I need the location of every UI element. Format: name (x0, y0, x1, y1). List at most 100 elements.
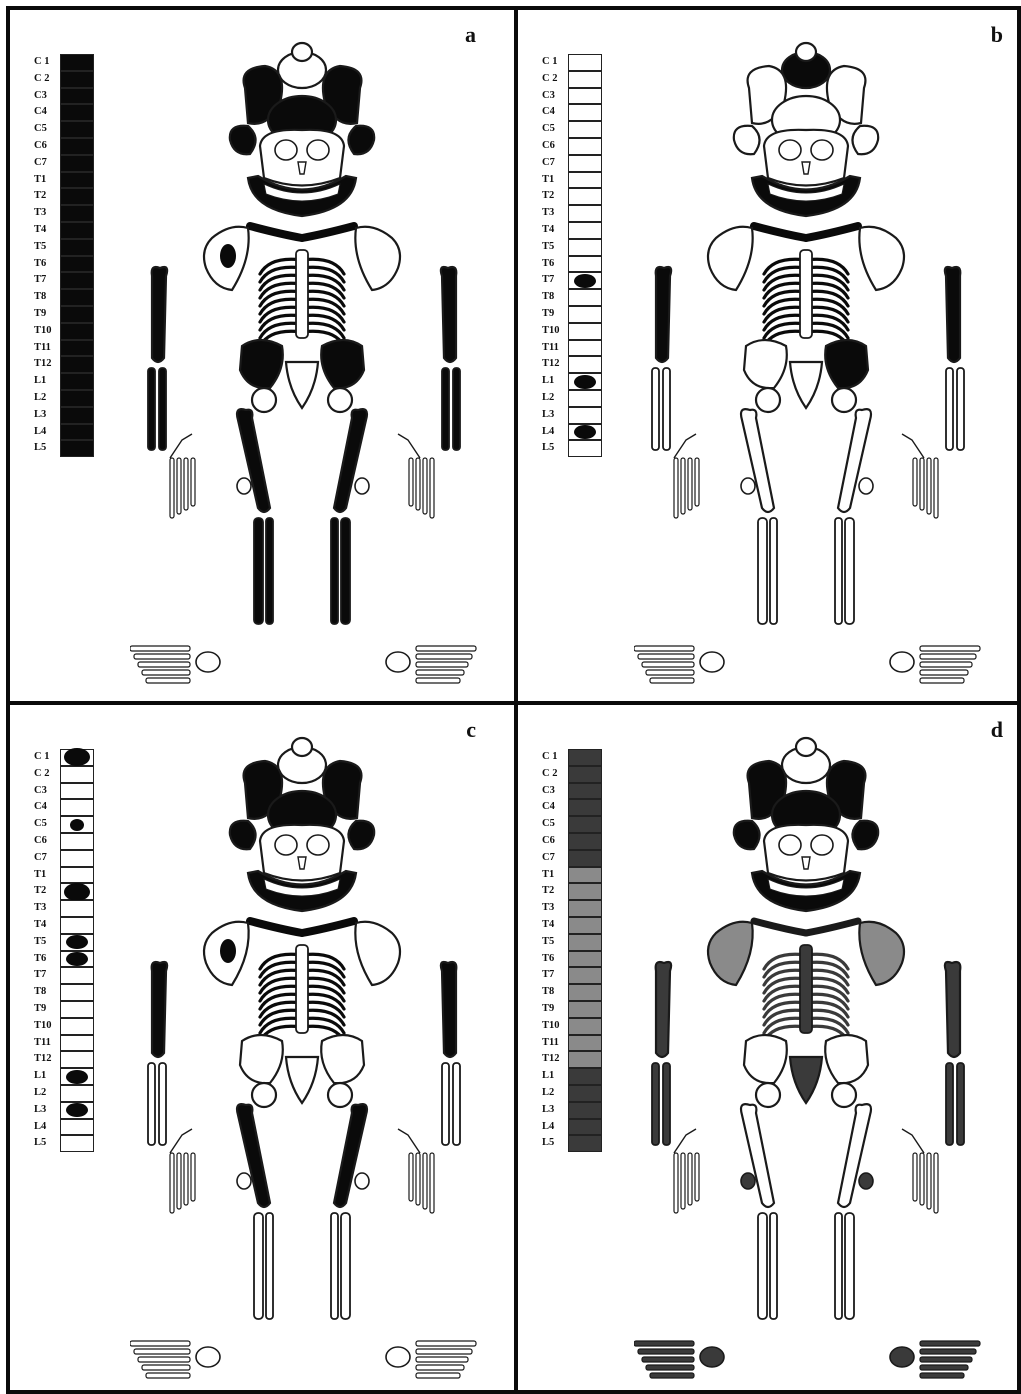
left-ischium (252, 1083, 276, 1107)
toe-bone (138, 662, 190, 667)
skeleton-group (130, 738, 476, 1378)
panel-a: a C 1C 2C3C4C5C6C7T1T2T3T4T5T6T7T8T9T10T… (6, 6, 518, 705)
sternum (800, 945, 812, 1033)
vertebra-box (568, 1018, 602, 1035)
toe-bone (416, 646, 476, 651)
right-hand (902, 1129, 938, 1213)
right-hand (902, 434, 938, 518)
toe-bone (416, 1365, 464, 1370)
vertebra-label: T6 (34, 951, 60, 968)
left-humerus (152, 267, 167, 362)
vertebra-box (568, 323, 602, 340)
toe-bone (920, 646, 980, 651)
vertebra-box (568, 71, 602, 88)
vertebra-label: C6 (34, 138, 60, 155)
toe-bone (920, 654, 976, 659)
finger (674, 458, 678, 518)
finger (913, 1153, 917, 1201)
right-radius (442, 368, 449, 450)
right-tibia (341, 1213, 350, 1319)
right-ischium (832, 1083, 856, 1107)
right-femur (838, 409, 871, 512)
vertebra-box (568, 121, 602, 138)
right-scapula (355, 922, 400, 985)
lesion-dot (574, 375, 596, 389)
tarsal-bone (890, 652, 914, 672)
left-ischium (252, 388, 276, 412)
finger (695, 1153, 699, 1201)
right-ulna (453, 1063, 460, 1145)
vertebra-box (568, 917, 602, 934)
right-ischium (328, 388, 352, 412)
right-ischium (832, 388, 856, 412)
right-foot (890, 646, 980, 683)
vertebra-label: T1 (34, 172, 60, 189)
vertebra-label: T1 (542, 867, 568, 884)
finger (416, 458, 420, 510)
vertebra-box (60, 951, 94, 968)
toe-bone (146, 1373, 190, 1378)
left-hand (170, 1129, 195, 1213)
finger (191, 1153, 195, 1201)
face (764, 825, 848, 881)
vertebra-box (60, 984, 94, 1001)
toe-bone (650, 1373, 694, 1378)
vertebra-label: C4 (34, 799, 60, 816)
right-patella (355, 478, 369, 494)
vertebra-label: C5 (542, 121, 568, 138)
vertebra-box (60, 88, 94, 105)
left-scapula-lesion (220, 244, 236, 268)
vertebra-box (568, 272, 602, 289)
finger (927, 458, 931, 514)
right-femur (838, 1104, 871, 1207)
vertebra-box (60, 272, 94, 289)
left-hand (674, 434, 699, 518)
vertebra-box (60, 917, 94, 934)
finger (184, 458, 188, 510)
right-ulna (957, 1063, 964, 1145)
vertebra-box (568, 850, 602, 867)
vertebra-box (60, 883, 94, 900)
wrist-bones (674, 434, 696, 458)
right-foot (386, 646, 476, 683)
vertebra-label: T12 (542, 356, 568, 373)
right-humerus (945, 267, 960, 362)
vertebra-box (568, 205, 602, 222)
vertebra-label: C4 (542, 104, 568, 121)
vertebra-box (568, 306, 602, 323)
occipital-top (796, 43, 816, 61)
lesion-dot (64, 748, 90, 766)
vertebra-label: C 1 (34, 749, 60, 766)
vertebra-label: T3 (34, 900, 60, 917)
sacrum (790, 1057, 822, 1103)
left-scapula-lesion (724, 939, 740, 963)
vertebra-label: T1 (34, 867, 60, 884)
vertebra-box (60, 356, 94, 373)
vertebra-label: L1 (542, 1068, 568, 1085)
vertebra-box (60, 222, 94, 239)
right-fibula (835, 518, 842, 624)
vertebra-label: L2 (542, 390, 568, 407)
vertebra-label: T2 (34, 883, 60, 900)
left-temporal-bone (734, 821, 760, 849)
vertebra-box (568, 54, 602, 71)
vertebra-label: C 1 (542, 54, 568, 71)
left-patella (741, 1173, 755, 1189)
finger (674, 1153, 678, 1213)
tarsal-bone (700, 1347, 724, 1367)
right-clavicle (302, 226, 354, 238)
vertebra-box (60, 867, 94, 884)
toe-bone (634, 646, 694, 651)
left-femur (741, 1104, 774, 1207)
finger (170, 458, 174, 518)
left-foot (634, 1341, 724, 1378)
vertebra-label: L5 (34, 1135, 60, 1152)
vertebra-label: T4 (34, 917, 60, 934)
vertebra-label: C 2 (542, 766, 568, 783)
finger (920, 458, 924, 510)
vertebra-label: T2 (34, 188, 60, 205)
vertebra-label: T2 (542, 188, 568, 205)
vertebra-label: T2 (542, 883, 568, 900)
vertebra-label: T10 (542, 1018, 568, 1035)
vertebra-box (568, 138, 602, 155)
